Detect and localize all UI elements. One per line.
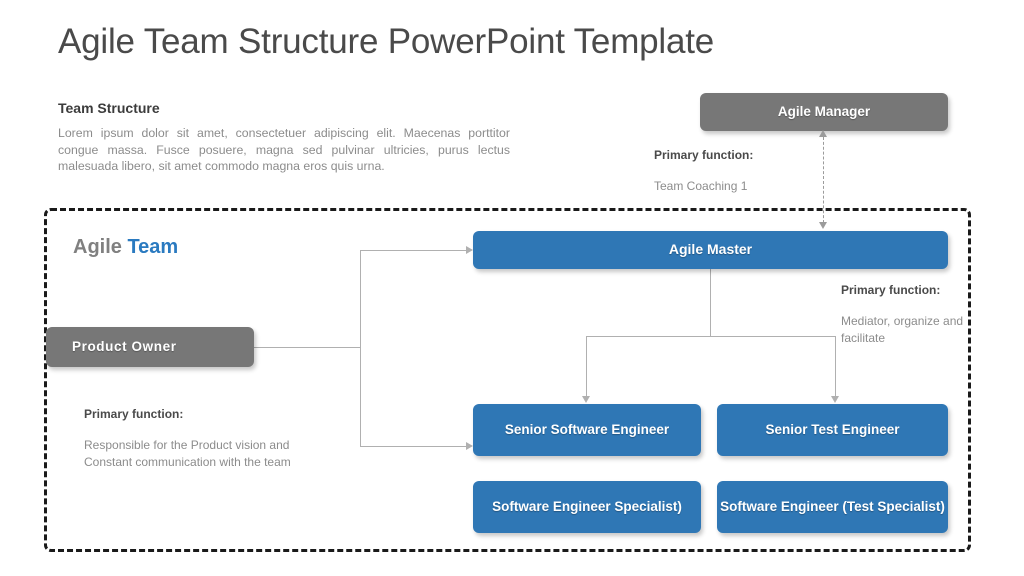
node-agile-master[interactable]: Agile Master [473, 231, 948, 269]
intro-heading: Team Structure [58, 100, 160, 116]
connector-to-senior-software-engineer [360, 446, 466, 447]
connector-product-owner-trunk [360, 250, 361, 446]
arrow-right-icon [466, 442, 473, 450]
agile-team-label: Agile Team [73, 236, 178, 259]
function-text-manager: Team Coaching 1 [654, 179, 748, 193]
connector-agile-master-left-drop [586, 336, 587, 397]
node-software-engineer-test-specialist[interactable]: Software Engineer (Test Specialist) [717, 481, 948, 533]
arrow-up-icon [819, 130, 827, 137]
node-software-engineer-test-specialist-label: Software Engineer (Test Specialist) [720, 499, 945, 515]
connector-agile-master-bar [586, 336, 835, 337]
arrow-down-icon [819, 222, 827, 229]
node-agile-manager[interactable]: Agile Manager [700, 93, 948, 131]
arrow-down-icon [831, 396, 839, 403]
node-software-engineer-specialist-label: Software Engineer Specialist) [492, 499, 682, 515]
page-title: Agile Team Structure PowerPoint Template [58, 22, 715, 61]
node-agile-manager-label: Agile Manager [777, 104, 871, 120]
node-product-owner[interactable]: Product Owner [46, 327, 254, 367]
node-senior-test-engineer-label: Senior Test Engineer [765, 422, 900, 438]
agile-team-label-accent: Team [127, 236, 179, 258]
connector-agile-master-right-drop [835, 336, 836, 397]
agile-team-label-primary: Agile [73, 236, 128, 258]
node-senior-test-engineer[interactable]: Senior Test Engineer [717, 404, 948, 456]
function-block-owner: Primary function: Responsible for the Pr… [84, 407, 324, 471]
agile-team-group-container [44, 208, 971, 552]
node-senior-software-engineer-label: Senior Software Engineer [504, 422, 670, 438]
connector-to-agile-master [360, 250, 466, 251]
arrow-down-icon [582, 396, 590, 403]
function-text-owner: Responsible for the Product vision and C… [84, 438, 291, 469]
intro-body-text: Lorem ipsum dolor sit amet, consectetuer… [58, 126, 510, 174]
node-agile-master-label: Agile Master [668, 241, 753, 258]
function-title-master: Primary function: [841, 283, 941, 297]
function-block-master: Primary function: Mediator, organize and… [841, 283, 976, 347]
function-title-manager: Primary function: [654, 148, 754, 162]
node-senior-software-engineer[interactable]: Senior Software Engineer [473, 404, 701, 456]
connector-product-owner-out [254, 347, 360, 348]
dashed-connector-manager-master [823, 137, 824, 223]
connector-agile-master-down [710, 269, 711, 336]
arrow-right-icon [466, 246, 473, 254]
function-text-master: Mediator, organize and facilitate [841, 314, 964, 345]
function-block-manager: Primary function: Team Coaching 1 [654, 148, 844, 195]
node-software-engineer-specialist[interactable]: Software Engineer Specialist) [473, 481, 701, 533]
node-product-owner-label: Product Owner [72, 339, 177, 355]
function-title-owner: Primary function: [84, 407, 184, 421]
